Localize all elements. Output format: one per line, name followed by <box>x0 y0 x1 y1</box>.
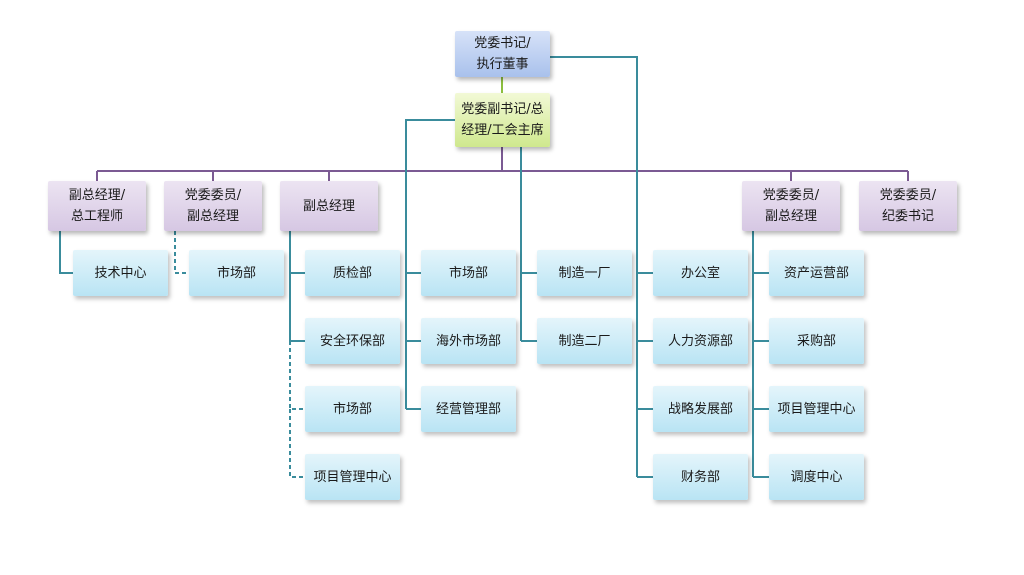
dept-dispatch-center: 调度中心 <box>769 454 864 500</box>
dept-finance: 财务部 <box>653 454 748 500</box>
dept-label: 质检部 <box>332 265 372 281</box>
dept-business-mgmt: 经营管理部 <box>421 386 516 432</box>
dept-label: 市场部 <box>448 265 488 281</box>
dept-label: 资产运营部 <box>783 265 849 281</box>
dept-label: 项目管理中心 <box>777 401 856 417</box>
dept-project-center-a: 项目管理中心 <box>305 454 400 500</box>
dept-label: 财务部 <box>680 469 720 485</box>
dept-project-center-b: 项目管理中心 <box>769 386 864 432</box>
node-label: 党委委员/ 副总经理 <box>762 188 820 224</box>
node-party-secretary: 党委书记/ 执行董事 <box>455 31 550 77</box>
dept-overseas-market: 海外市场部 <box>421 318 516 364</box>
dept-office: 办公室 <box>653 250 748 296</box>
dept-quality: 质检部 <box>305 250 400 296</box>
dept-market-a: 市场部 <box>189 250 284 296</box>
node-label: 党委书记/ 执行董事 <box>474 36 531 72</box>
dept-label: 战略发展部 <box>667 401 733 417</box>
dept-label: 市场部 <box>332 401 372 417</box>
dept-label: 制造二厂 <box>558 333 611 349</box>
dept-label: 经营管理部 <box>435 401 501 417</box>
dept-label: 项目管理中心 <box>313 469 392 485</box>
trunk-gm-a <box>405 119 455 409</box>
node-label: 副总经理/ 总工程师 <box>68 188 126 224</box>
dept-label: 办公室 <box>680 265 720 281</box>
dept-label: 人力资源部 <box>667 333 733 349</box>
dept-market-c: 市场部 <box>421 250 516 296</box>
node-label: 党委委员/ 副总经理 <box>184 188 242 224</box>
node-label: 党委副书记/总 经理/工会主席 <box>461 102 544 138</box>
dept-label: 调度中心 <box>790 469 843 485</box>
connector-tech <box>59 231 73 274</box>
dept-label: 海外市场部 <box>435 333 501 349</box>
connector-market-a <box>174 231 189 274</box>
dept-label: 技术中心 <box>94 265 147 281</box>
dept-hr: 人力资源部 <box>653 318 748 364</box>
dept-tech-center: 技术中心 <box>73 250 168 296</box>
dept-market-b: 市场部 <box>305 386 400 432</box>
dept-factory-1: 制造一厂 <box>537 250 632 296</box>
dept-label: 制造一厂 <box>558 265 611 281</box>
dept-factory-2: 制造二厂 <box>537 318 632 364</box>
dept-strategy: 战略发展部 <box>653 386 748 432</box>
dept-procurement: 采购部 <box>769 318 864 364</box>
node-leader-5: 党委委员/ 纪委书记 <box>859 181 957 231</box>
branch-vgm-3 <box>289 341 305 410</box>
dept-label: 采购部 <box>796 333 836 349</box>
dept-asset-ops: 资产运营部 <box>769 250 864 296</box>
node-leader-3: 副总经理 <box>280 181 378 231</box>
branch-vgm-4 <box>289 409 305 478</box>
node-leader-2: 党委委员/ 副总经理 <box>164 181 262 231</box>
node-leader-1: 副总经理/ 总工程师 <box>48 181 146 231</box>
dept-safety-env: 安全环保部 <box>305 318 400 364</box>
node-label: 党委委员/ 纪委书记 <box>879 188 937 224</box>
node-leader-4: 党委委员/ 副总经理 <box>742 181 840 231</box>
dept-label: 安全环保部 <box>319 333 385 349</box>
node-label: 副总经理 <box>302 198 355 214</box>
dept-label: 市场部 <box>216 265 256 281</box>
node-general-manager: 党委副书记/总 经理/工会主席 <box>455 93 550 147</box>
trunk-top <box>550 56 638 477</box>
